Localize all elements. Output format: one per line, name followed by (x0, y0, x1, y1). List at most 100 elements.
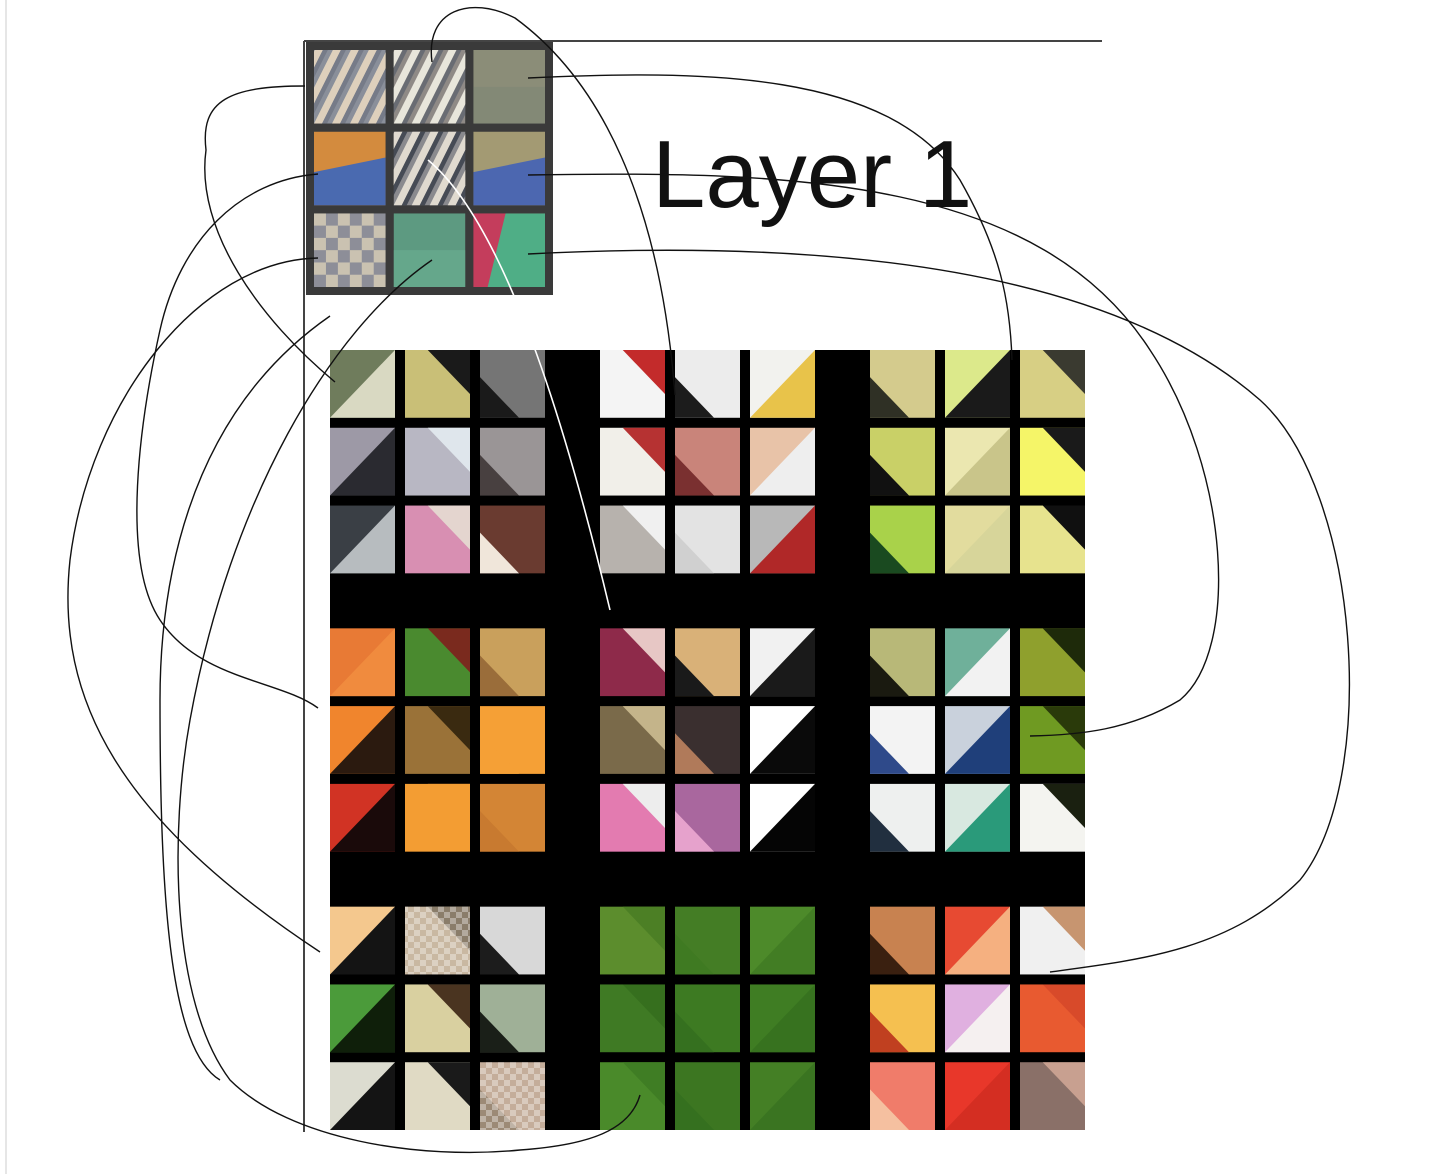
patch-group-checker-diagonals (330, 906, 545, 1130)
image-patch (1020, 628, 1085, 697)
image-patch (600, 1062, 665, 1130)
image-patch (870, 427, 935, 496)
image-patch (600, 906, 665, 975)
image-patch (480, 706, 545, 774)
image-patch (600, 505, 665, 574)
connector-curve (527, 173, 1220, 737)
patch-group-orange-textures (330, 628, 545, 852)
image-patch (330, 706, 395, 774)
image-patch (750, 350, 815, 418)
connector-curve (177, 259, 641, 1154)
image-patch (750, 706, 815, 774)
image-patch (870, 706, 935, 774)
image-patch (675, 628, 740, 697)
image-patch (750, 984, 815, 1053)
connector-curves (67, 6, 1351, 1154)
connector-curve (204, 85, 336, 383)
connector-curve (159, 315, 331, 1081)
image-patch (600, 783, 665, 852)
filter-cell (393, 213, 466, 287)
layer1-filter-grid (306, 42, 553, 295)
image-patch (600, 427, 665, 496)
image-patch (675, 783, 740, 852)
image-patch (405, 350, 470, 418)
image-patch (945, 1062, 1010, 1130)
image-patch (750, 628, 815, 697)
image-patch (870, 505, 935, 574)
image-patch (405, 1062, 470, 1130)
image-patch (405, 783, 470, 852)
image-patch (945, 505, 1010, 574)
image-patch (675, 906, 740, 975)
image-patch (1020, 1062, 1085, 1130)
connector-curve (427, 159, 611, 611)
image-patch (480, 906, 545, 975)
patch-group-mixed-edges-dark (600, 628, 815, 852)
image-patch (675, 505, 740, 574)
filter-cell (393, 131, 466, 206)
connector-curve (136, 173, 319, 709)
filter-cell (473, 213, 545, 287)
image-patch (945, 783, 1010, 852)
image-patch (675, 1062, 740, 1130)
image-patch (480, 783, 545, 852)
image-patch (870, 906, 935, 975)
image-patch (330, 350, 395, 418)
image-patch (945, 706, 1010, 774)
image-patch (750, 906, 815, 975)
image-patch (1020, 427, 1085, 496)
image-patch (750, 1062, 815, 1130)
image-patch (600, 628, 665, 697)
connector-curve (527, 74, 1013, 361)
patch-group-yellow-green-edges (870, 350, 1085, 574)
image-patch (600, 350, 665, 418)
image-patch (870, 984, 935, 1053)
image-patch (870, 628, 935, 697)
connector-curve (67, 257, 321, 953)
image-patch (870, 350, 935, 418)
image-patch (945, 350, 1010, 418)
image-patch (480, 505, 545, 574)
layer-title: Layer 1 (652, 121, 972, 228)
layer1-patch-grid (330, 350, 1085, 1130)
image-patch (750, 783, 815, 852)
filter-cell (314, 50, 386, 124)
image-patch (480, 628, 545, 697)
patch-group-diagonal-edges-white-red (600, 350, 815, 574)
image-patch (600, 984, 665, 1053)
image-patch (1020, 984, 1085, 1053)
image-patch (870, 783, 935, 852)
image-patch (405, 505, 470, 574)
filter-cell (314, 213, 386, 287)
image-patch (330, 984, 395, 1053)
image-patch (1020, 783, 1085, 852)
image-patch (750, 505, 815, 574)
image-patch (600, 706, 665, 774)
image-patch (405, 984, 470, 1053)
image-patch (1020, 350, 1085, 418)
image-patch (330, 505, 395, 574)
image-patch (330, 1062, 395, 1130)
image-patch (675, 350, 740, 418)
connector-curve (430, 6, 676, 396)
image-patch (945, 628, 1010, 697)
patch-group-diagonal-edges-gray (330, 350, 545, 574)
image-patch (1020, 706, 1085, 774)
image-patch (405, 427, 470, 496)
image-patch (945, 984, 1010, 1053)
image-patch (405, 628, 470, 697)
image-patch (1020, 505, 1085, 574)
image-patch (330, 427, 395, 496)
connector-curve (527, 249, 1351, 973)
image-patch (480, 350, 545, 418)
image-patch (405, 906, 470, 975)
image-patch (480, 427, 545, 496)
image-patch (870, 1062, 935, 1130)
image-patch (945, 427, 1010, 496)
image-patch (330, 906, 395, 975)
image-patch (675, 984, 740, 1053)
patch-group-green-flat (600, 906, 815, 1130)
image-patch (405, 706, 470, 774)
image-patch (945, 906, 1010, 975)
